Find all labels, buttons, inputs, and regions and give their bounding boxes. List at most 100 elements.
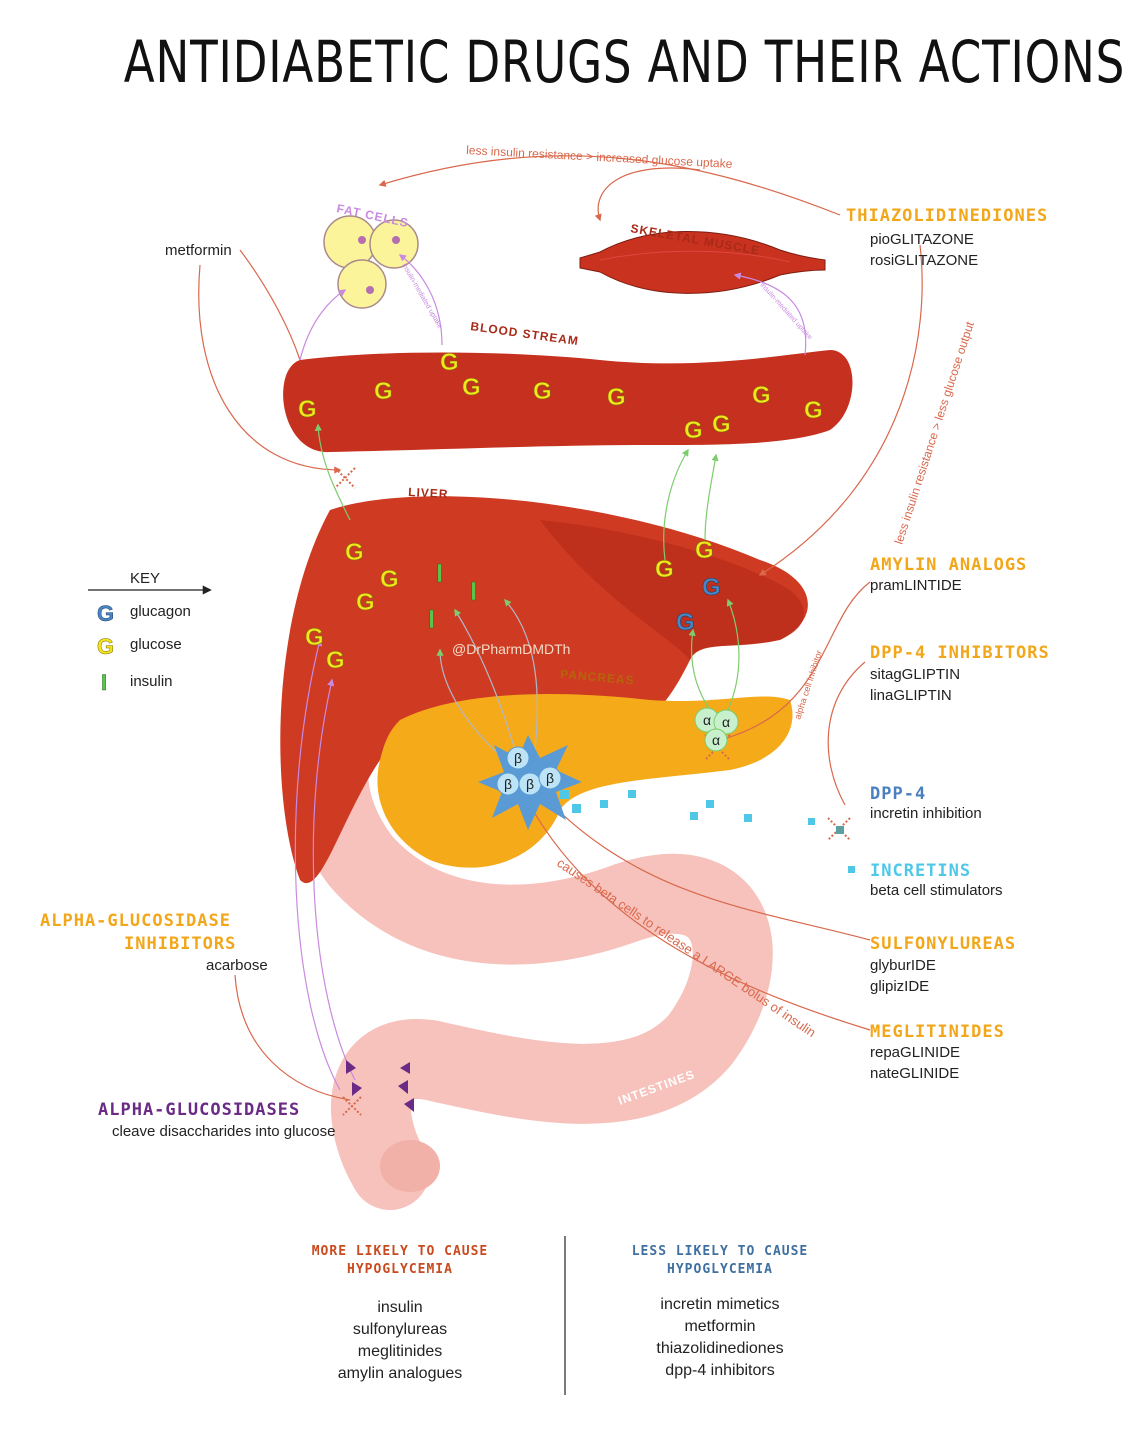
blood-stream-label: BLOOD STREAM [470,319,580,348]
fat-uptake-arrow [299,289,347,361]
tzd-liver-label: less insulin resistance > less glucose o… [892,319,978,546]
key-label-glucagon: glucagon [130,603,191,620]
tzd-top-arrow [378,155,841,216]
glucose-liver-6: G [655,556,674,583]
dpp4-inhibitor-item-1: sitagGLIPTIN [870,666,961,683]
beta-insulin-arrow-2 [454,608,516,751]
alpha-glucagon-arrow-1 [688,628,711,711]
meglitinide-item-1: repaGLINIDE [870,1044,961,1061]
key-symbol-glucose: G [97,634,114,659]
sulfonylurea-arrow [539,790,871,941]
alpha-cell-labels: α α α [703,712,730,748]
blood-stream-shape [283,350,853,453]
agi-heading-line2: INHIBITORS [124,934,237,954]
muscle-insulin-arrow [733,272,807,356]
glucose-liver-4: G [305,624,324,651]
insulin-liver-3: I [428,604,435,634]
page-title: ANTIDIABETIC DRUGS AND THEIR ACTIONS [123,28,1125,96]
amylin-item-1: pramLINTIDE [870,577,962,594]
insulin-liver-1: I [436,558,443,588]
liver-blood-arrow [314,423,351,521]
less-likely-item-4: dpp-4 inhibitors [665,1362,775,1379]
tzd-muscle-arrow [594,167,701,222]
thiazolidinedione-item-1: pioGLITAZONE [870,231,974,248]
dpp4-inhibitor-item-2: linaGLIPTIN [870,687,952,704]
alpha-glucagon-arrow-2 [726,598,740,711]
glucose-blood-9: G [752,382,771,409]
glucose-liver-7: G [695,537,714,564]
alpha-2: α [722,714,730,730]
glucose-liver-1: G [345,539,364,566]
alpha-1: α [703,712,711,728]
muscle-uptake-label: insulin-mediated uptake [759,282,814,342]
liver-glucose-molecules: G G G G G G G [305,537,714,675]
alpha-3: α [712,732,720,748]
less-likely-item-1: incretin mimetics [660,1296,780,1313]
glucose-blood-5: G [533,378,552,405]
beta-3: β [526,776,534,792]
beta-1: β [514,750,522,766]
dpp4-inhibitors-heading: DPP-4 INHIBITORS [870,643,1050,663]
glucose-liver-5: G [326,647,345,674]
glucagon-liver-1: G [702,574,721,601]
beta-cell-cluster [478,735,582,830]
fat-cells-shape [323,215,419,309]
intestine-glucose-arrow-2 [312,678,356,1081]
thiazolidinediones-heading: THIAZOLIDINEDIONES [846,206,1049,226]
less-likely-item-2: metformin [684,1318,756,1335]
key-symbol-insulin: I [101,670,107,695]
glucose-blood-1: G [298,396,317,423]
glucose-liver-2: G [356,589,375,616]
dpp4-heading: DPP-4 [870,784,927,804]
glucose-blood-6: G [607,384,626,411]
glucose-blood-2: G [374,378,393,405]
alpha-cell-inhibitor-label: alpha cell inhibitor [792,649,824,721]
tzd-top-label: less insulin resistance > increased gluc… [466,143,733,171]
glucose-blood-4: G [462,374,481,401]
agi-arrow [234,974,351,1101]
more-likely-item-1: insulin [377,1299,423,1316]
glucose-rise-arrow-2 [704,453,719,541]
key-label-insulin: insulin [130,673,173,690]
liver-insulin-molecules: I I I [428,558,478,635]
tzd-liver-arrow [758,244,923,576]
dpp4-inhibitor-arrow [827,661,866,806]
meglitinide-arrow [529,803,871,1031]
thiazolidinedione-item-2: rosiGLITAZONE [870,252,979,269]
pancreas-label: PANCREAS [560,667,635,687]
beta-4: β [546,770,554,786]
block-mark-intestine [342,1096,362,1116]
beta-2: β [504,776,512,792]
beta-insulin-arrow-1 [436,648,506,761]
glucose-blood-10: G [804,397,823,424]
block-mark-liver [334,467,356,489]
amylin-arrow [719,581,871,741]
less-likely-item-3: thiazolidinediones [656,1340,784,1357]
beta-cell-labels: β β β β [504,750,554,792]
liver-label: LIVER [408,485,449,501]
more-likely-item-3: meglitinides [357,1343,443,1360]
key-symbol-glucagon: G [97,601,114,626]
sulfonylurea-item-2: glipizIDE [870,978,930,995]
sulfonylureas-heading: SULFONYLUREAS [870,934,1017,954]
agi-item-1: acarbose [206,957,268,974]
less-likely-heading-line2: HYPOGLYCEMIA [667,1262,773,1277]
insulin-liver-2: I [470,576,477,606]
less-likely-heading-line1: LESS LIKELY TO CAUSE [631,1244,809,1259]
incretin-particles [560,790,855,873]
watermark: @DrPharmDMDTh [452,641,570,657]
amylin-heading: AMYLIN ANALOGS [870,555,1028,575]
liver-shape [280,496,808,884]
more-likely-heading-line2: HYPOGLYCEMIA [347,1262,453,1277]
glucose-blood-7: G [684,417,703,444]
glucose-rise-arrow-1 [663,448,689,561]
intestine-glucose-arrow-1 [294,638,341,1091]
dpp4-item-1: incretin inhibition [870,805,982,822]
intestines-shape [288,659,773,1210]
block-mark-dpp4 [827,817,851,841]
incretins-item-1: beta cell stimulators [870,882,1003,899]
sulfonylurea-item-1: glyburIDE [870,957,936,974]
ag-heading: ALPHA-GLUCOSIDASES [98,1100,301,1120]
